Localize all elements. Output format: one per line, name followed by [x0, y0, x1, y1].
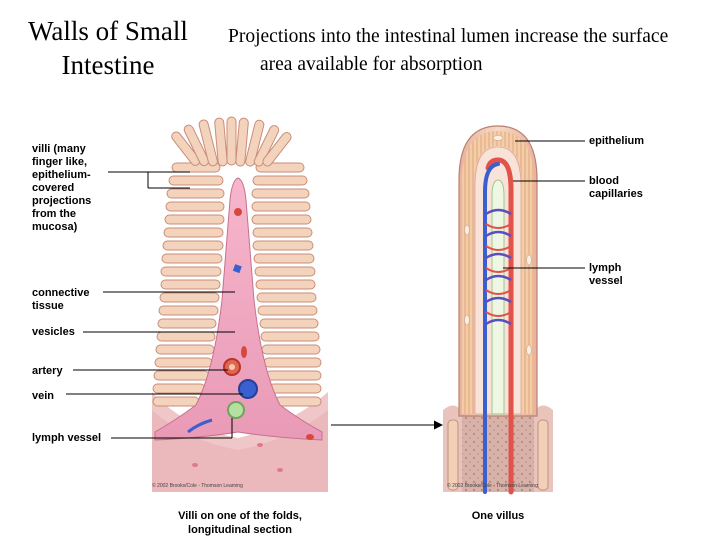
copyright-right: © 2002 Brooks/Cole - Thomson Learning	[447, 483, 538, 489]
label-artery: artery	[32, 365, 63, 377]
label-epithelium: epithelium	[589, 135, 645, 147]
title-line-2: Intestine	[61, 50, 155, 80]
leader-lines	[66, 140, 585, 439]
caption-right: One villus	[471, 510, 525, 522]
label-lymph-vessel-right: lymph vessel	[589, 262, 623, 287]
slide-title: Walls of Small Intestine	[18, 14, 198, 82]
label-connective-tissue: connective tissue	[32, 287, 90, 312]
villi-fold-illustration	[150, 116, 330, 492]
label-vesicles: vesicles	[32, 326, 75, 338]
subtitle-line-2: area available for absorption	[260, 54, 483, 75]
label-blood-capillaries: blood capillaries	[589, 175, 643, 200]
label-vein: vein	[32, 390, 55, 402]
single-villus-illustration	[443, 120, 553, 495]
caption-left: Villi on one of the folds, longitudinal …	[178, 510, 302, 536]
label-villi: villi (many finger like, epithelium- cov…	[32, 143, 92, 233]
subtitle-line-1: Projections into the intestinal lumen in…	[228, 26, 669, 47]
slide-subtitle: Projections into the intestinal lumen in…	[228, 23, 698, 79]
label-lymph-vessel-left: lymph vessel	[32, 432, 102, 444]
title-line-1: Walls of Small	[28, 16, 188, 46]
arrowhead-icon	[434, 420, 443, 430]
copyright-left: © 2002 Brooks/Cole - Thomson Learning	[152, 483, 243, 489]
